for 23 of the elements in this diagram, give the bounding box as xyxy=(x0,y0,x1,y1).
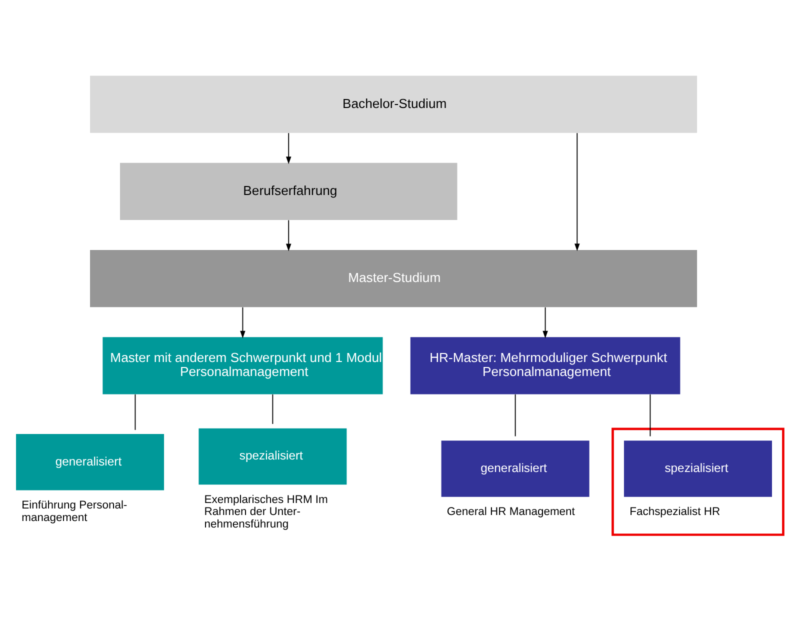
node-box: spezialisiert xyxy=(624,440,772,496)
arrow xyxy=(542,306,548,338)
node-label: Exemplarisches HRM Im Rahmen der Unter- nehmensführung xyxy=(204,494,328,530)
connector xyxy=(514,393,516,436)
arrow xyxy=(240,306,246,338)
node-label: Fachspezialist HR xyxy=(630,506,720,518)
node-label: Einführung Personal- management xyxy=(22,499,128,524)
arrow xyxy=(574,132,580,251)
cluster xyxy=(612,427,784,536)
connector xyxy=(272,393,274,424)
node-box: Master mit anderem Schwerpunkt und 1 Modul Personalmanagement xyxy=(102,336,383,394)
node-box: Berufserfahrung xyxy=(120,162,458,220)
connector xyxy=(134,393,136,430)
connector xyxy=(650,393,651,436)
node-box: generalisiert xyxy=(16,434,164,490)
node-box: spezialisiert xyxy=(198,428,347,484)
node-box: Bachelor-Studium xyxy=(90,75,698,132)
node-box: HR-Master: Mehrmoduliger Schwerpunkt Personalmanagement xyxy=(410,336,680,394)
arrow xyxy=(286,219,292,251)
arrow xyxy=(286,132,292,164)
node-box: Master-Studium xyxy=(90,249,698,307)
node-box: generalisiert xyxy=(441,440,590,496)
node-label: General HR Management xyxy=(446,506,575,518)
